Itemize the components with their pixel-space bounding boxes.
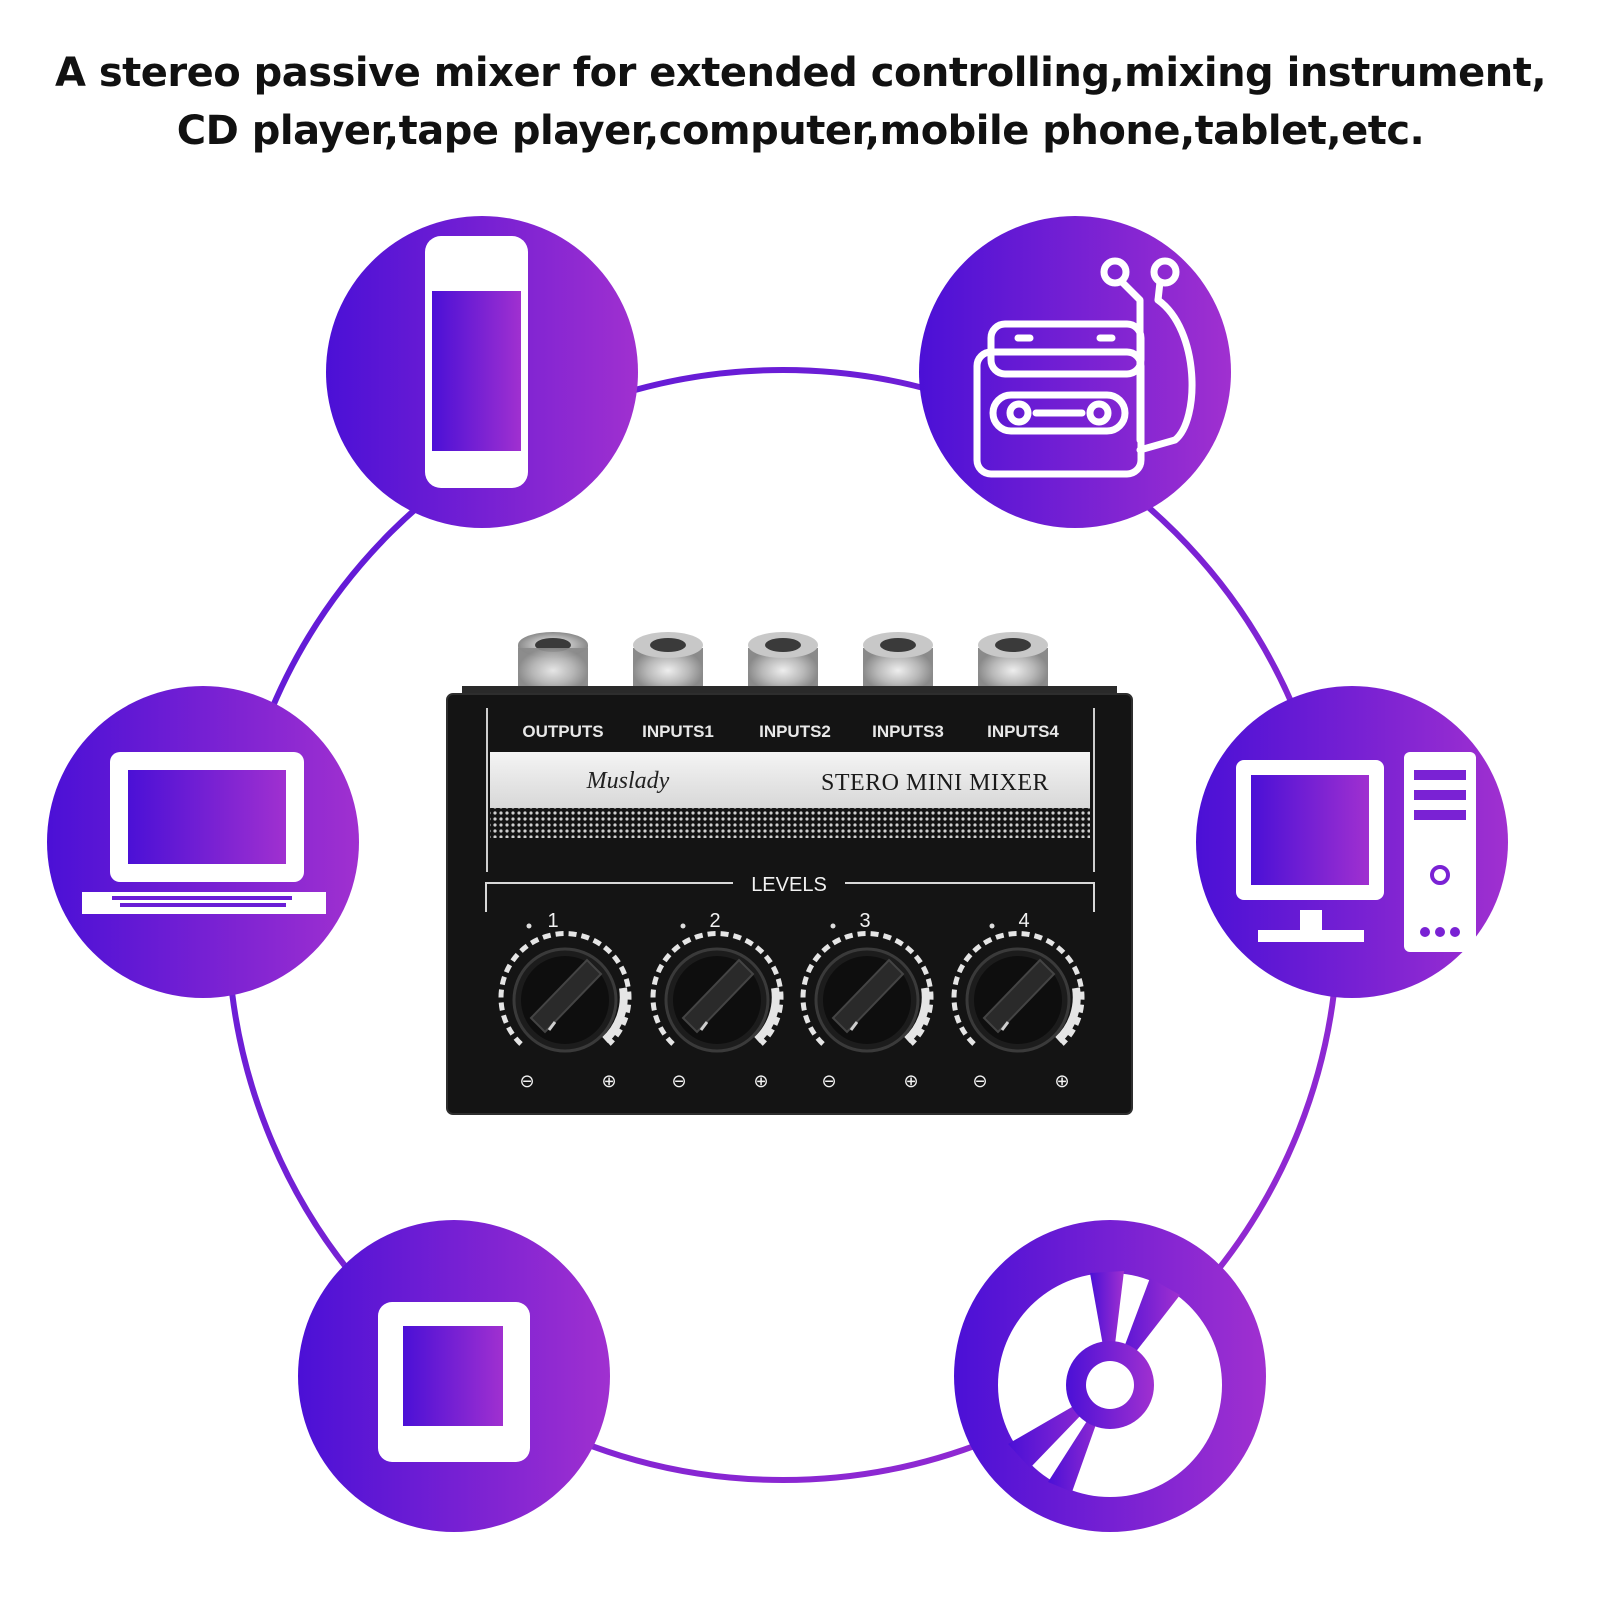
level-knobs[interactable]: 1 ⊖ ⊕ 2 ⊖ ⊕ (498, 910, 1085, 1092)
level-knob-1[interactable]: 1 ⊖ ⊕ (498, 910, 632, 1092)
minus-sign-3: ⊖ (821, 1071, 836, 1092)
channel-number-2: 2 (709, 910, 720, 932)
computer-badge (1196, 686, 1508, 998)
desktop-computer-icon (1236, 752, 1476, 952)
port-label-inputs2: INPUTS2 (759, 722, 831, 741)
channel-number-1: 1 (547, 910, 558, 932)
mixer-device: OUTPUTS INPUTS1 INPUTS2 INPUTS3 INPUTS4 … (446, 632, 1133, 1115)
tape-player-badge (919, 216, 1231, 528)
minus-sign-2: ⊖ (671, 1071, 686, 1092)
minus-sign-4: ⊖ (972, 1071, 987, 1092)
tablet-badge (298, 1220, 610, 1532)
level-knob-3[interactable]: 3 ⊖ ⊕ (800, 910, 934, 1092)
channel-number-3: 3 (859, 910, 870, 932)
cd-disc-icon (998, 1271, 1222, 1497)
headline-line-1: A stereo passive mixer for extended cont… (54, 50, 1547, 96)
port-label-inputs1: INPUTS1 (642, 722, 714, 741)
smartphone-badge (326, 216, 638, 528)
dot-pattern (490, 808, 1090, 838)
cassette-headphones-icon (973, 257, 1196, 478)
headline: A stereo passive mixer for extended cont… (0, 44, 1601, 160)
laptop-badge (47, 686, 359, 998)
cd-player-badge (954, 1220, 1266, 1532)
minus-sign-1: ⊖ (519, 1071, 534, 1092)
headline-line-2: CD player,tape player,computer,mobile ph… (176, 108, 1425, 154)
plus-sign-4: ⊕ (1054, 1071, 1069, 1092)
levels-label: LEVELS (751, 874, 827, 896)
level-knob-4[interactable]: 4 ⊖ ⊕ (951, 910, 1085, 1092)
plus-sign-3: ⊕ (903, 1071, 918, 1092)
smartphone-icon (425, 236, 528, 488)
level-knob-2[interactable]: 2 ⊖ ⊕ (650, 910, 784, 1092)
port-label-inputs3: INPUTS3 (872, 722, 944, 741)
levels-bracket (485, 882, 1095, 912)
brand-logo: Muslady (586, 768, 670, 794)
port-label-outputs: OUTPUTS (522, 722, 603, 741)
channel-number-4: 4 (1018, 910, 1029, 932)
port-labels: OUTPUTS INPUTS1 INPUTS2 INPUTS3 INPUTS4 (486, 708, 1095, 872)
rca-jacks (518, 632, 1048, 695)
laptop-icon (82, 752, 326, 914)
plus-sign-1: ⊕ (601, 1071, 616, 1092)
tablet-icon (378, 1302, 530, 1462)
model-name: STERO MINI MIXER (821, 770, 1049, 796)
plus-sign-2: ⊕ (753, 1071, 768, 1092)
nameplate (490, 752, 1090, 808)
port-label-inputs4: INPUTS4 (987, 722, 1059, 741)
